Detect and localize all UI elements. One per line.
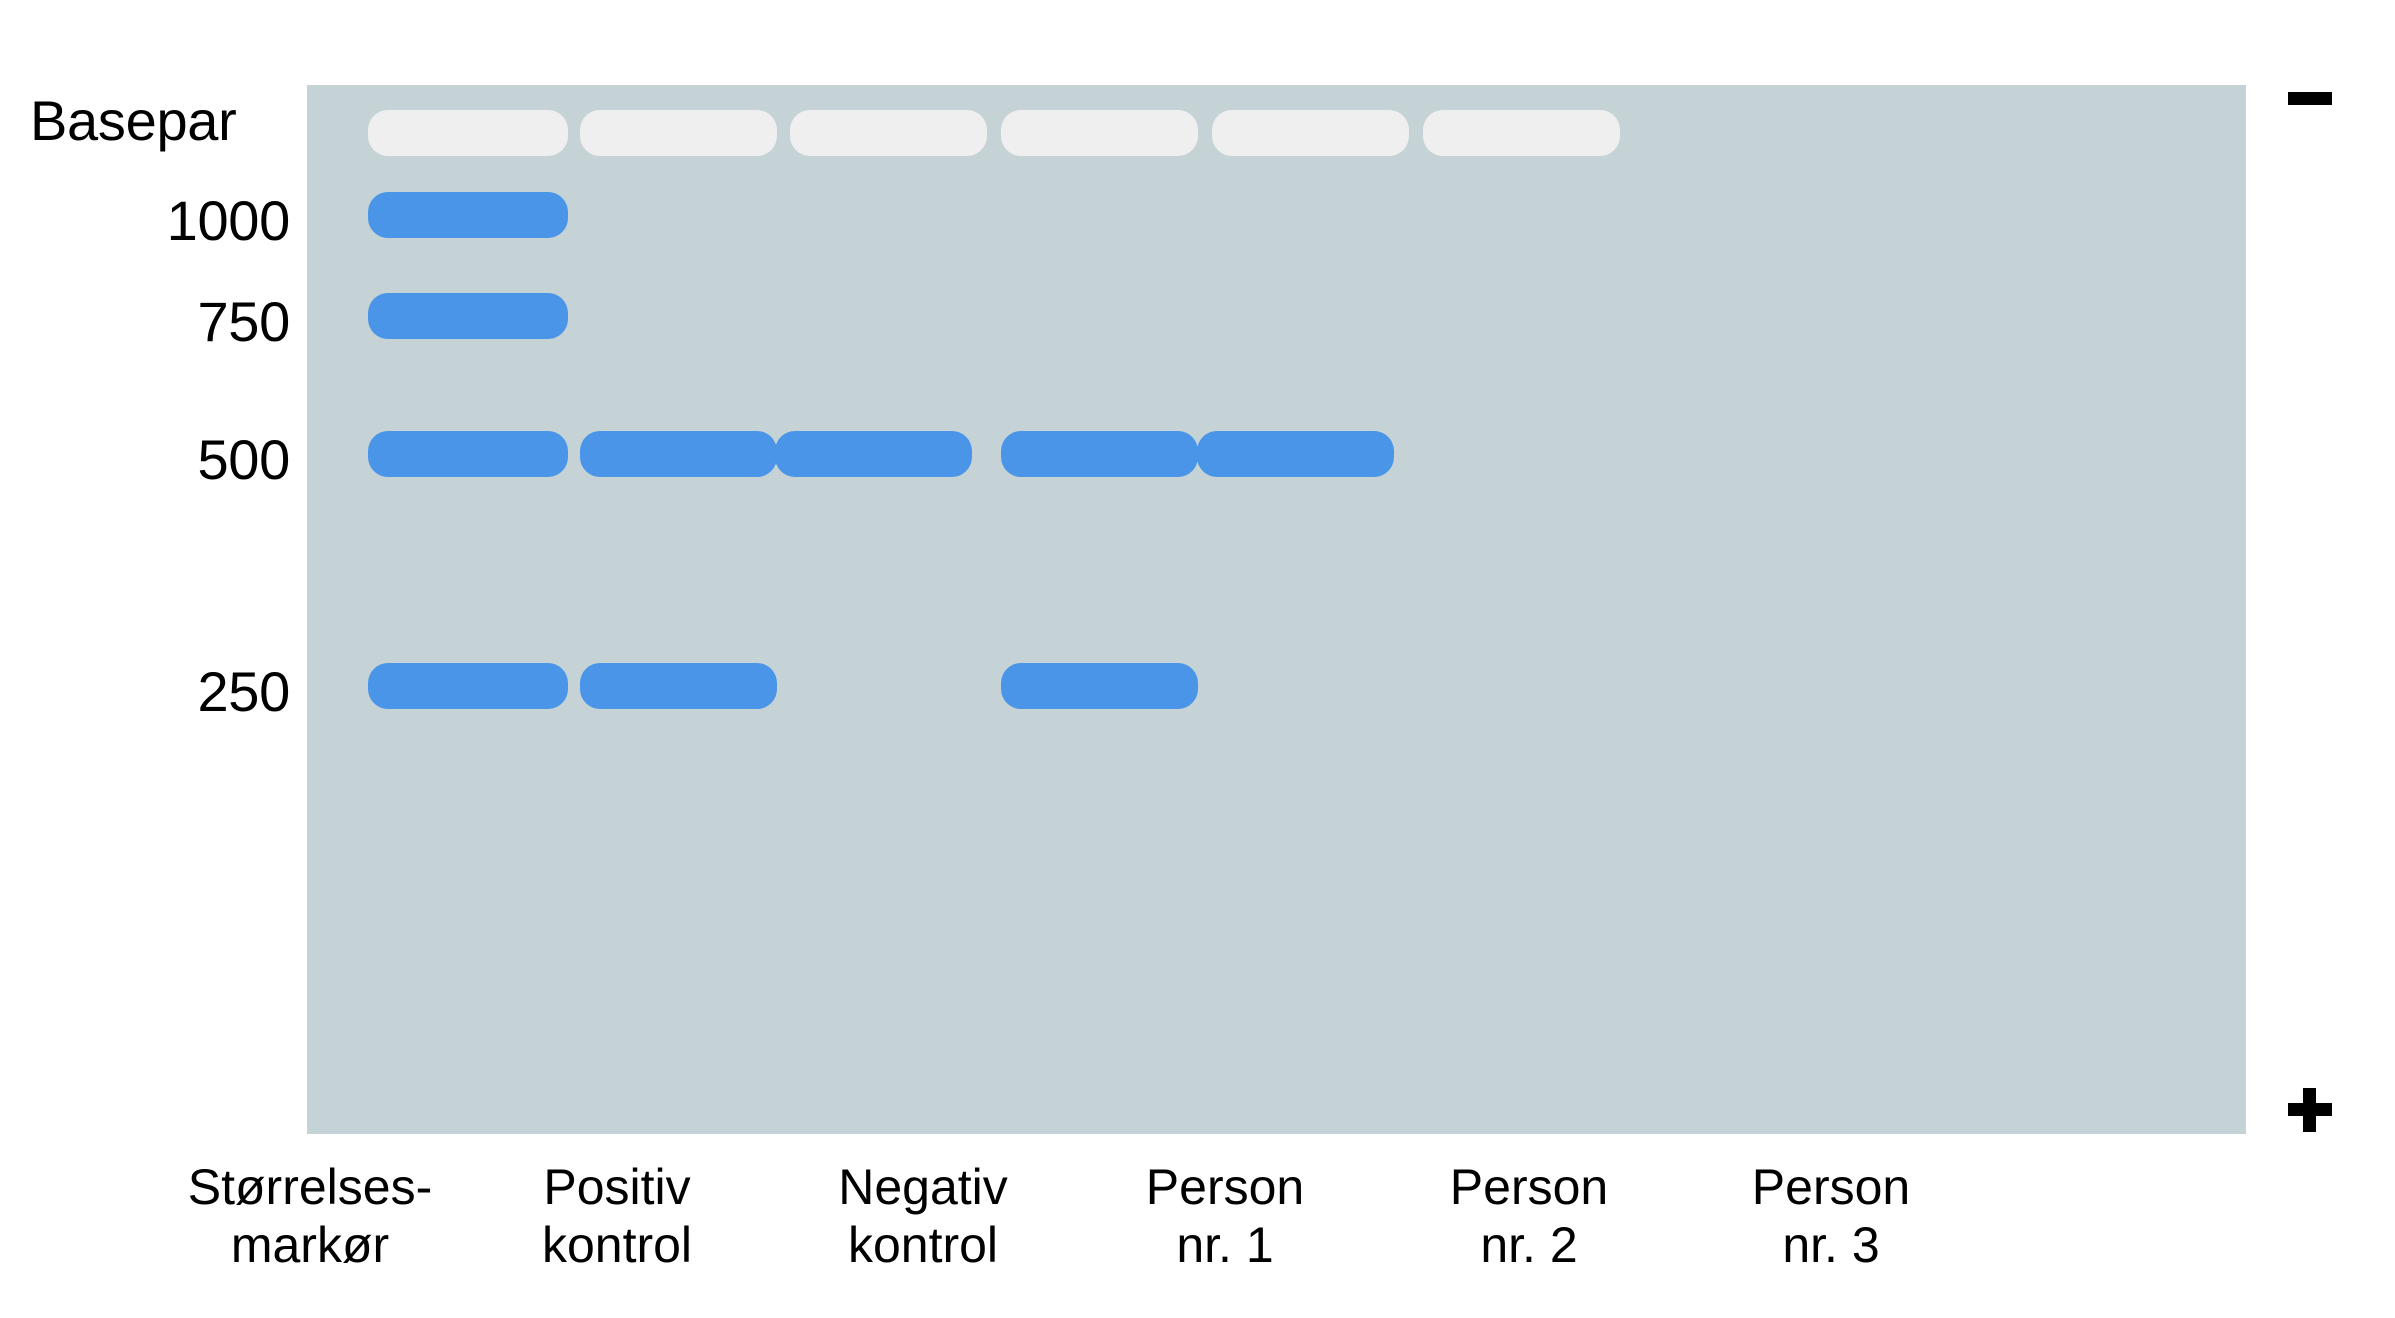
- lane-caption-5-line1: Person: [1449, 1159, 1609, 1215]
- axis-tick-labels: 1000 750 500 250: [20, 0, 291, 1318]
- well-lane-3: [790, 110, 987, 156]
- plus-icon-vertical-bar: [2303, 1088, 2316, 1132]
- band-lane-2-500bp: [580, 431, 777, 477]
- lane-caption-5: Person nr. 2: [1364, 1158, 1694, 1274]
- band-lane-1-250bp: [368, 663, 568, 709]
- band-lane-2-250bp: [580, 663, 777, 709]
- lane-caption-1: Størrelses- markør: [145, 1158, 475, 1274]
- band-lane-5-500bp: [1197, 431, 1394, 477]
- lane-caption-2: Positiv kontrol: [452, 1158, 782, 1274]
- plus-electrode-icon: [2288, 1088, 2332, 1132]
- lane-caption-4-line2: nr. 1: [1176, 1217, 1274, 1273]
- well-lane-6: [1423, 110, 1620, 156]
- axis-title-basepar: Basepar: [30, 89, 237, 152]
- band-lane-3-500bp: [775, 431, 972, 477]
- lane-caption-1-line1: Størrelses-: [187, 1159, 433, 1215]
- band-lane-1-750bp: [368, 293, 568, 339]
- axis-tick-1000: 1000: [166, 189, 291, 252]
- lane-caption-6: Person nr. 3: [1666, 1158, 1996, 1274]
- lane-caption-3: Negativ kontrol: [758, 1158, 1088, 1274]
- lane-caption-3-line1: Negativ: [838, 1159, 1008, 1215]
- well-lane-1: [368, 110, 568, 156]
- lane-caption-5-line2: nr. 2: [1480, 1217, 1578, 1273]
- lane-caption-4: Person nr. 1: [1060, 1158, 1390, 1274]
- axis-tick-500: 500: [197, 428, 290, 491]
- lane-caption-1-line2: markør: [230, 1217, 390, 1273]
- band-lane-4-250bp: [1001, 663, 1198, 709]
- axis-tick-750: 750: [197, 290, 290, 353]
- well-lane-4: [1001, 110, 1198, 156]
- lane-caption-2-line2: kontrol: [541, 1217, 693, 1273]
- well-lane-5: [1212, 110, 1409, 156]
- band-lane-1-1000bp: [368, 192, 568, 238]
- band-lane-4-500bp: [1001, 431, 1198, 477]
- lane-caption-6-line1: Person: [1751, 1159, 1911, 1215]
- band-lane-1-500bp: [368, 431, 568, 477]
- gel-slab: [307, 85, 2246, 1134]
- well-lane-2: [580, 110, 777, 156]
- axis-tick-250: 250: [197, 660, 290, 723]
- minus-electrode-icon: [2288, 92, 2332, 105]
- lane-caption-4-line1: Person: [1145, 1159, 1305, 1215]
- lane-caption-6-line2: nr. 3: [1782, 1217, 1880, 1273]
- lane-caption-2-line1: Positiv: [543, 1159, 691, 1215]
- lane-caption-3-line2: kontrol: [847, 1217, 999, 1273]
